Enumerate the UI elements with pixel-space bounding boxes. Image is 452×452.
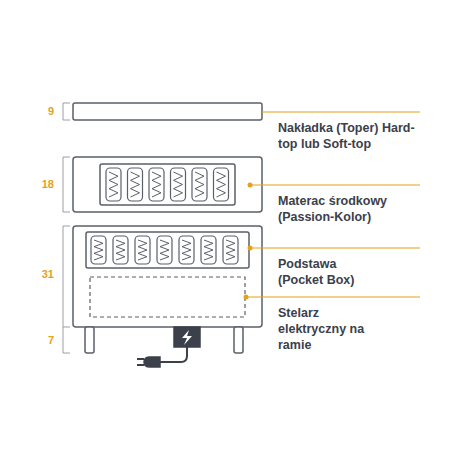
part-label: Podstawa (Pocket Box) (278, 256, 368, 288)
spring-pocket (157, 236, 172, 264)
spring-pocket (149, 168, 164, 201)
spring-coil (174, 172, 183, 197)
spring-coil (152, 172, 161, 197)
spring-coil (160, 240, 169, 260)
middle-mattress (73, 157, 262, 212)
electric-frame (90, 277, 245, 317)
spring-coil (94, 240, 103, 260)
spring-coil (217, 172, 226, 197)
lightning-symbol (182, 330, 192, 345)
spring-pocket (128, 168, 143, 201)
spring-pocket (201, 236, 216, 264)
plug-pin (137, 364, 144, 366)
spring-pocket (192, 168, 207, 201)
pocket-springs (106, 168, 229, 201)
spring-coil (109, 172, 118, 197)
spring-coil (204, 240, 213, 260)
plug (144, 357, 160, 367)
spring-coil (138, 240, 147, 260)
spring-pocket (113, 236, 128, 264)
spring-coil (195, 172, 204, 197)
spring-pocket (106, 168, 121, 201)
motor-box (174, 327, 200, 347)
middle-core (100, 164, 235, 205)
spring-coil (226, 240, 235, 260)
pocket-springs (91, 236, 238, 264)
plug-pin (137, 358, 144, 360)
part-label: Nakładka (Toper) Hard-top lub Soft-top (278, 120, 428, 152)
dimension-ticks (63, 103, 70, 353)
part-label: Stelarz elektryczny na ramie (278, 305, 366, 353)
spring-pocket (135, 236, 150, 264)
leg (85, 327, 94, 353)
spring-pocket (179, 236, 194, 264)
cable (160, 347, 187, 362)
spring-coil (131, 172, 140, 197)
base-core (86, 232, 249, 268)
spring-pocket (223, 236, 238, 264)
leader-dots (244, 183, 253, 300)
topper (73, 103, 262, 120)
leg (234, 327, 243, 353)
dimension-value: 31 (30, 268, 54, 281)
spring-pocket (171, 168, 186, 201)
dimension-value: 18 (30, 178, 54, 191)
spring-pocket (91, 236, 106, 264)
pocket-box-base (73, 226, 262, 327)
spring-coil (182, 240, 191, 260)
spring-coil (116, 240, 125, 260)
dimension-value: 7 (30, 334, 54, 347)
dimension-value: 9 (30, 105, 54, 118)
spring-pocket (214, 168, 229, 201)
part-label: Materac środkowy (Passion-Kolor) (278, 193, 428, 225)
